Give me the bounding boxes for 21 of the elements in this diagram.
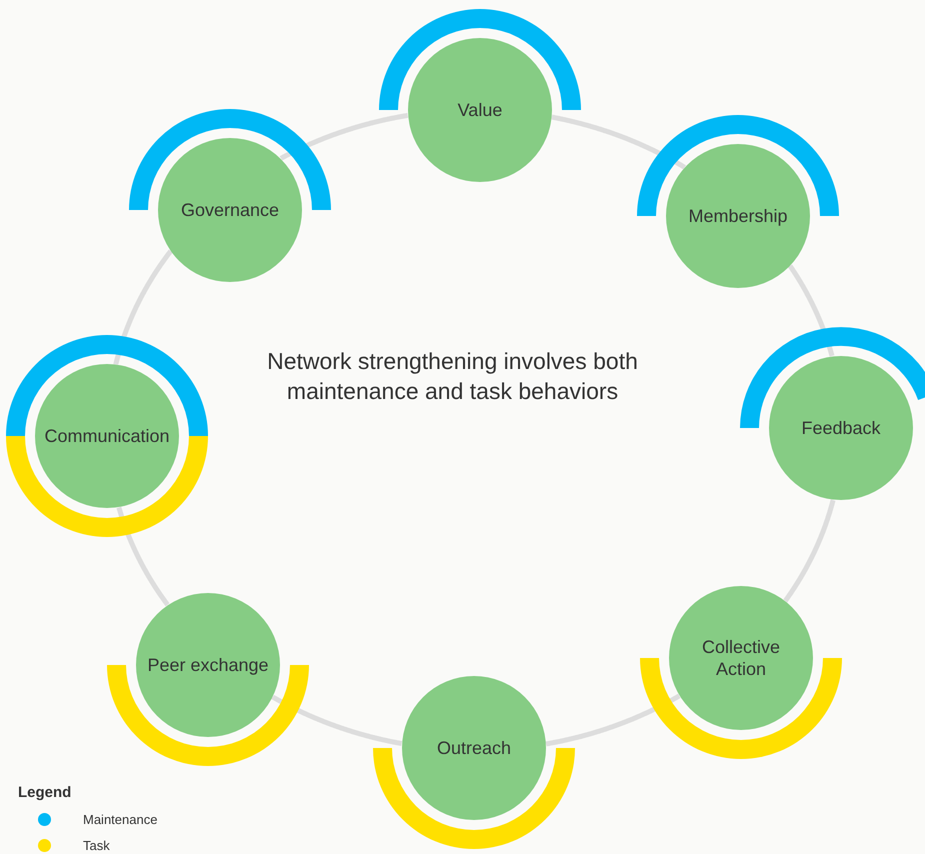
connector-line <box>550 114 687 170</box>
node-label: Value <box>456 99 504 121</box>
legend-label: Maintenance <box>83 812 158 827</box>
ringed-circle-node <box>6 335 208 537</box>
node-label: Collective Action <box>700 636 782 680</box>
node-label: Outreach <box>436 737 512 759</box>
connector-line <box>270 694 404 746</box>
node-label: Governance <box>180 199 280 221</box>
node-label: Feedback <box>800 417 882 439</box>
node-label: Peer exchange <box>146 654 270 676</box>
legend-heading: Legend <box>18 784 72 801</box>
connector-line <box>116 506 170 607</box>
connector-line <box>279 112 410 161</box>
node-label: Membership <box>687 205 789 227</box>
connector-line <box>544 694 682 746</box>
legend-label: Task <box>83 838 110 853</box>
node-label: Communication <box>43 425 171 447</box>
connector-line <box>783 498 836 603</box>
title: Network strengthening involves both maintenance and task behaviors <box>266 347 639 406</box>
connector-line <box>788 264 834 358</box>
connector-line <box>113 249 173 366</box>
